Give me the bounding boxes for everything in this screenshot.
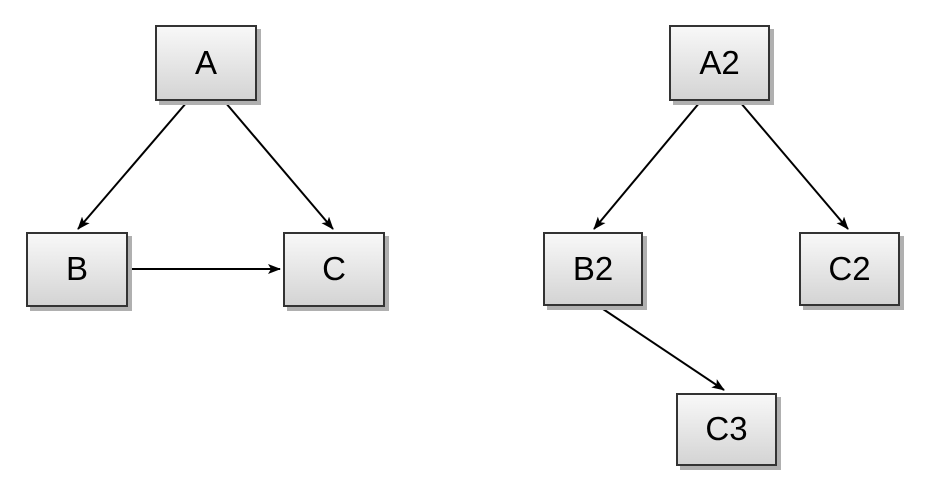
edge-b2-c3 — [599, 306, 725, 391]
node-label: B2 — [572, 249, 614, 287]
node-c2: C2 — [799, 232, 900, 306]
node-label: C2 — [828, 249, 871, 287]
node-label: B — [65, 250, 88, 287]
node-b: B — [26, 232, 128, 307]
node-a: A — [155, 25, 257, 101]
node-a2: A2 — [669, 25, 770, 101]
edge-a2-c2 — [739, 101, 849, 230]
node-label: C — [322, 250, 346, 287]
node-c: C — [283, 232, 385, 307]
node-label: A — [194, 43, 217, 81]
node-c3: C3 — [676, 393, 777, 466]
node-label: A2 — [699, 43, 740, 81]
node-label: C3 — [705, 410, 748, 447]
edge-a-c — [224, 101, 334, 230]
edge-a2-b2 — [593, 101, 701, 230]
edge-group — [77, 101, 849, 391]
node-b2: B2 — [543, 232, 643, 306]
edge-a-b — [77, 101, 188, 230]
